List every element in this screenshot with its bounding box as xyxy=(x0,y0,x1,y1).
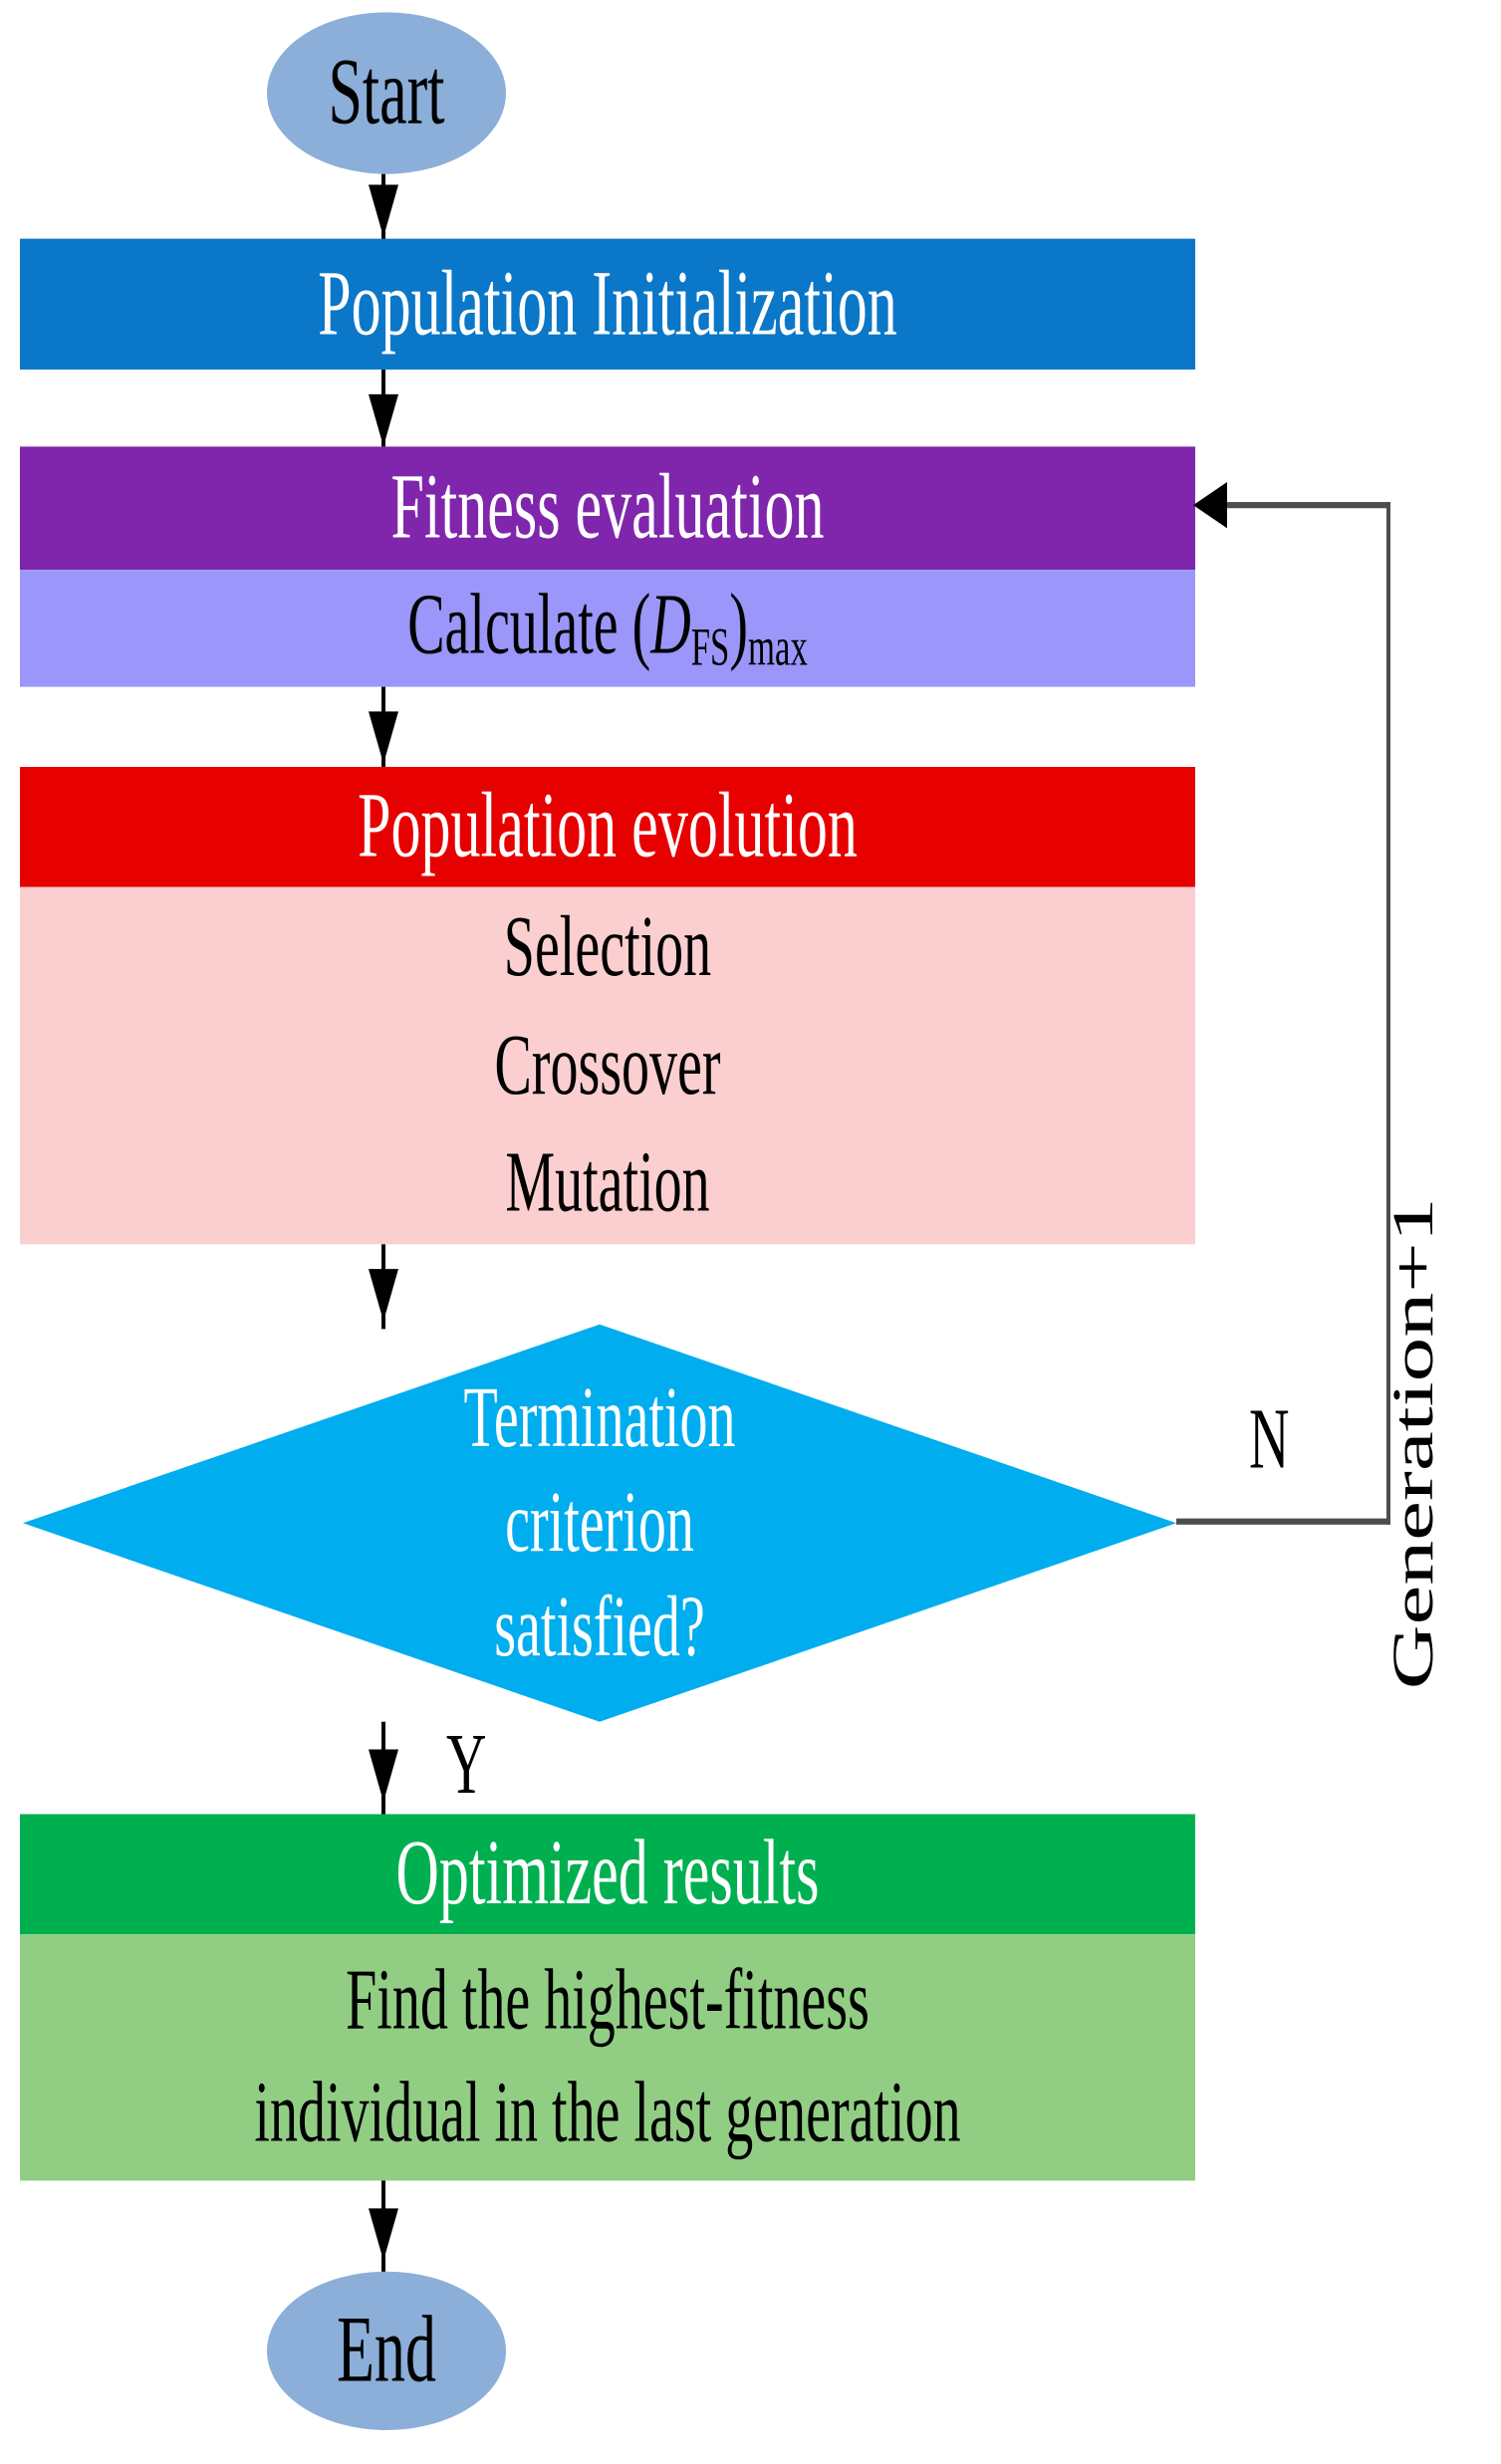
node-fitness-evaluation-body: Calculate (DFS)max xyxy=(20,570,1195,687)
node-population-initialization-label: Population Initialization xyxy=(318,252,897,355)
connector-evolution-to-decision-arrow xyxy=(369,1269,398,1322)
connector-decision-to-results-arrow xyxy=(369,1749,398,1803)
formula-dfs-max: Calculate (DFS)max xyxy=(407,578,808,678)
node-population-initialization[interactable]: Population Initialization xyxy=(20,238,1195,370)
node-fitness-evaluation-label: Fitness evaluation xyxy=(390,456,825,559)
connector-init-to-fitness-arrow xyxy=(369,393,398,447)
edge-label-yes: Y xyxy=(446,1717,487,1813)
node-start[interactable]: Start xyxy=(267,12,506,174)
decision-diamond-text: Termination criterion satisfied? xyxy=(23,1325,1176,1722)
node-population-evolution-body: Selection Crossover Mutation xyxy=(20,886,1195,1245)
decision-line-1: Termination xyxy=(463,1369,736,1466)
node-end-label: End xyxy=(337,2297,436,2402)
node-population-evolution-label: Population evolution xyxy=(358,775,858,877)
results-body-line-2: individual in the last generation xyxy=(254,2065,961,2161)
connector-fitness-to-evolution-arrow xyxy=(369,711,398,764)
connector-start-to-init-arrow xyxy=(369,184,398,238)
edge-label-no: N xyxy=(1249,1391,1290,1488)
edge-label-generation-increment: Generation+1 xyxy=(1380,1197,1445,1690)
node-end[interactable]: End xyxy=(267,2271,506,2430)
evolution-step-mutation: Mutation xyxy=(505,1135,710,1232)
loop-back-horizontal-top xyxy=(1225,502,1390,509)
connector-results-to-end-arrow xyxy=(369,2208,398,2261)
node-optimized-results-label: Optimized results xyxy=(395,1822,820,1924)
loop-back-arrowhead xyxy=(1193,481,1227,529)
node-population-evolution[interactable]: Population evolution xyxy=(20,767,1195,887)
node-termination-decision[interactable]: Termination criterion satisfied? xyxy=(23,1324,1176,1722)
decision-line-3: satisfied? xyxy=(494,1580,705,1676)
node-optimized-results-body: Find the highest-fitness individual in t… xyxy=(20,1934,1195,2181)
evolution-step-selection: Selection xyxy=(503,898,712,995)
decision-line-2: criterion xyxy=(505,1475,694,1571)
loop-back-horizontal-bottom xyxy=(1176,1518,1390,1525)
node-start-label: Start xyxy=(328,39,445,145)
evolution-step-crossover: Crossover xyxy=(494,1017,721,1113)
results-body-line-1: Find the highest-fitness xyxy=(346,1953,870,2049)
node-optimized-results[interactable]: Optimized results xyxy=(20,1814,1195,1935)
loop-back-vertical xyxy=(1386,502,1390,1525)
node-fitness-evaluation[interactable]: Fitness evaluation xyxy=(20,446,1195,571)
